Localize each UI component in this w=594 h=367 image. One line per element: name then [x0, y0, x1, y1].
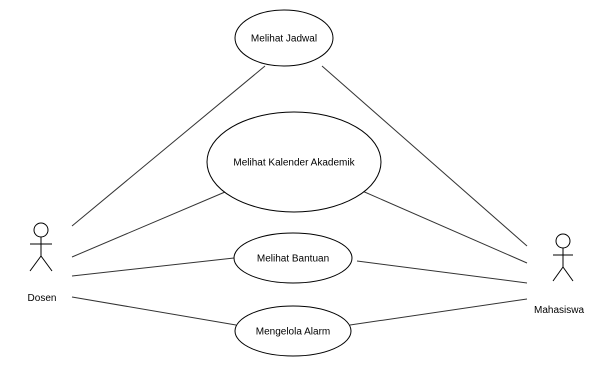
usecase-melihat-jadwal[interactable]: Melihat Jadwal: [234, 9, 334, 67]
usecase-label: Melihat Kalender Akademik: [233, 158, 355, 169]
association-mahasiswa-bantuan: [356, 260, 528, 284]
usecase-melihat-kalender-akademik[interactable]: Melihat Kalender Akademik: [206, 111, 382, 213]
usecase-mengelola-alarm[interactable]: Mengelola Alarm: [234, 305, 352, 357]
association-dosen-jadwal: [71, 65, 266, 227]
actor-dosen[interactable]: Dosen: [28, 222, 57, 304]
usecase-label: Melihat Jadwal: [251, 34, 317, 45]
association-dosen-bantuan: [71, 257, 235, 277]
stick-figure-icon: [29, 222, 53, 272]
actor-label: Dosen: [28, 293, 57, 304]
usecase-ellipse: [233, 232, 353, 284]
usecase-ellipse: [206, 111, 382, 213]
association-mahasiswa-alarm: [349, 298, 528, 326]
association-mahasiswa-jadwal: [321, 65, 528, 247]
usecase-label: Melihat Bantuan: [257, 254, 329, 265]
stick-figure-icon: [552, 233, 574, 282]
association-dosen-kalender: [71, 191, 226, 258]
association-mahasiswa-kalender: [359, 189, 528, 264]
association-dosen-alarm: [71, 296, 237, 326]
actor-label: Mahasiswa: [534, 305, 584, 316]
usecase-melihat-bantuan[interactable]: Melihat Bantuan: [233, 232, 353, 284]
actor-mahasiswa[interactable]: Mahasiswa: [534, 233, 584, 316]
usecase-label: Mengelola Alarm: [256, 327, 330, 338]
usecase-ellipse: [234, 9, 334, 67]
usecase-ellipse: [234, 305, 352, 357]
